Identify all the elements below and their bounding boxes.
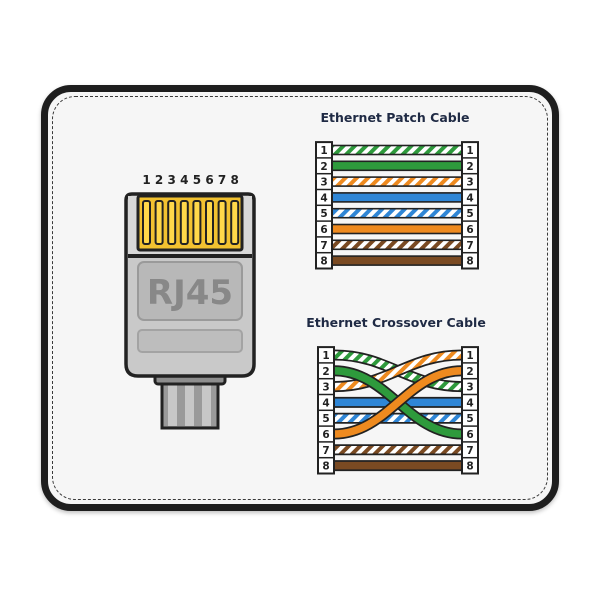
crossover-left-pin-label: 8 — [322, 461, 329, 473]
patch-title: Ethernet Patch Cable — [321, 110, 470, 125]
patch-right-pin-label: 1 — [466, 145, 473, 157]
patch-left-pin-label: 8 — [320, 256, 327, 268]
patch-wire — [331, 255, 463, 266]
crossover-wire — [333, 367, 463, 438]
patch-left-pin-label: 6 — [320, 224, 327, 236]
connector-pin-number: 8 — [231, 173, 239, 187]
crossover-left-pin-label: 7 — [322, 445, 329, 457]
patch-wire — [331, 192, 463, 203]
cable — [153, 368, 227, 430]
patch-right-pin-label: 4 — [466, 192, 473, 204]
connector-pin-number: 5 — [193, 173, 201, 187]
crossover-right-pin-label: 6 — [466, 429, 473, 441]
connector-pin-number: 6 — [205, 173, 213, 187]
patch-wire — [331, 207, 463, 219]
crossover-left-pin-label: 2 — [322, 366, 329, 378]
connector-pin-number: 3 — [168, 173, 176, 187]
connector-pin-number: 2 — [155, 173, 163, 187]
crossover-right-pin-label: 5 — [466, 413, 473, 425]
crossover-left-pin-label: 5 — [322, 413, 329, 425]
crossover-left-pin-label: 6 — [322, 429, 329, 441]
contact-pin — [230, 200, 240, 245]
connector-pin-number: 7 — [218, 173, 226, 187]
patch-right-pin-label: 8 — [466, 256, 473, 268]
crossover-left-pin-label: 3 — [322, 382, 329, 394]
crossover-right-pin-label: 7 — [466, 445, 473, 457]
patch-right-pin-label: 3 — [466, 177, 473, 189]
crossover-right-pin-label: 4 — [466, 397, 473, 409]
crossover-wire — [333, 351, 463, 391]
patch-wire — [331, 144, 463, 156]
contact-pin — [154, 200, 164, 245]
patch-right-pin-label: 7 — [466, 240, 473, 252]
contact-pin — [167, 200, 177, 245]
rj45-label: RJ45 — [147, 273, 233, 313]
crossover-right-pin-label: 3 — [466, 382, 473, 394]
patch-left-pin-label: 7 — [320, 240, 327, 252]
patch-right-pin-label: 6 — [466, 224, 473, 236]
patch-left-pin-label: 1 — [320, 145, 327, 157]
patch-wire — [331, 223, 463, 235]
crossover-right-pin-label: 2 — [466, 366, 473, 378]
contact-pin — [142, 200, 151, 245]
crossover-right-pin-label: 8 — [466, 461, 473, 473]
gold-contacts — [142, 200, 240, 245]
label-plate — [137, 261, 243, 321]
crossover-right-pin-label: 1 — [466, 350, 473, 362]
patch-wire — [331, 239, 463, 251]
patch-left-pin-label: 5 — [320, 208, 327, 220]
patch-right-pin-label: 2 — [466, 161, 473, 173]
patch-left-pin-label: 3 — [320, 177, 327, 189]
connector-pin-number: 1 — [142, 173, 150, 187]
stitched-edge — [52, 96, 548, 500]
patch-left-pin-label: 2 — [320, 161, 327, 173]
crossover-left-pin-label: 4 — [322, 397, 329, 409]
connector-pin-number: 4 — [180, 173, 188, 187]
contact-pin — [205, 200, 214, 245]
patch-right-pin-label: 5 — [466, 208, 473, 220]
patch-wire — [331, 176, 463, 187]
contact-pin — [217, 200, 227, 245]
contact-area — [136, 194, 244, 252]
patch-cable-diagram: 1 2 3 4 5 6 7 8 1 2 3 4 5 6 7 8 — [315, 141, 479, 270]
contact-pin — [179, 200, 189, 245]
patch-left-pin-label: 4 — [320, 192, 327, 204]
latch-strip — [137, 329, 243, 353]
patch-wire — [331, 160, 463, 172]
contact-pin — [192, 200, 202, 245]
crossover-left-pin-label: 1 — [322, 350, 329, 362]
crossover-cable-diagram: 1 2 3 4 5 6 7 8 1 2 3 4 5 6 7 8 — [317, 346, 479, 475]
crossover-title: Ethernet Crossover Cable — [306, 315, 486, 330]
